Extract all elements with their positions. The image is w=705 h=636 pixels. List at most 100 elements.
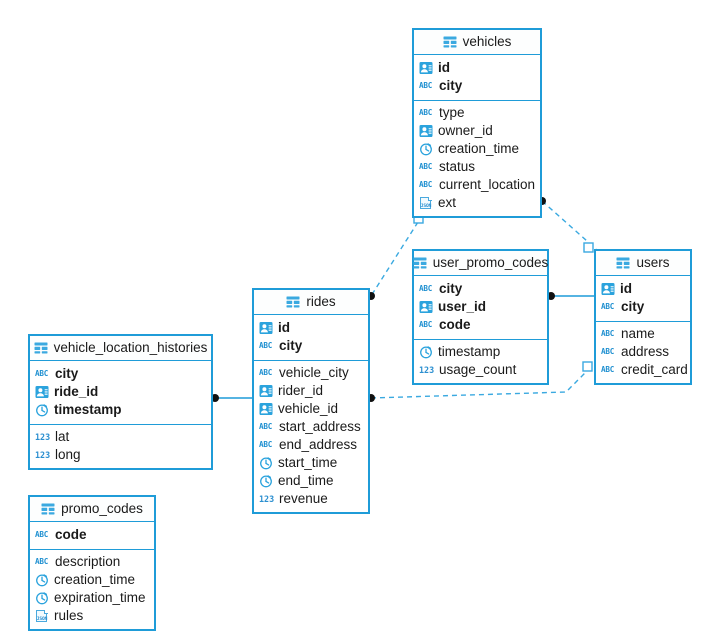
primary-key-row-user_id[interactable]: user_id (414, 298, 547, 316)
column-row-timestamp[interactable]: timestamp (414, 343, 547, 361)
column-row-owner_id[interactable]: owner_id (414, 122, 540, 140)
column-row-start_time[interactable]: start_time (254, 454, 368, 472)
table-header-vehicles[interactable]: vehicles (414, 30, 540, 55)
column-label: credit_card (621, 362, 688, 378)
primary-key-row-timestamp[interactable]: timestamp (30, 401, 211, 419)
key-icon (601, 282, 615, 296)
table-icon (286, 295, 300, 309)
clock-icon (35, 403, 49, 417)
abc-icon: ABC (35, 369, 49, 379)
table-icon (34, 341, 48, 355)
column-label: ext (438, 195, 457, 211)
column-row-end_time[interactable]: end_time (254, 472, 368, 490)
column-row-creation_time[interactable]: creation_time (414, 140, 540, 158)
primary-key-row-city[interactable]: ABC city (414, 280, 547, 298)
column-row-rider_id[interactable]: rider_id (254, 382, 368, 400)
column-label: city (439, 281, 463, 297)
clock-icon (419, 345, 433, 359)
primary-key-row-id[interactable]: id (596, 280, 690, 298)
primary-key-row-ride_id[interactable]: ride_id (30, 383, 211, 401)
key-icon (259, 402, 273, 416)
primary-key-row-id[interactable]: id (414, 59, 540, 77)
abc-icon: ABC (259, 422, 273, 432)
table-title: promo_codes (61, 501, 143, 517)
column-row-vehicle_id[interactable]: vehicle_id (254, 400, 368, 418)
table-header-user_promo_codes[interactable]: user_promo_codes (413, 251, 548, 276)
abc-icon: ABC (419, 81, 433, 91)
abc-icon: ABC (35, 557, 49, 567)
column-label: status (439, 159, 476, 175)
column-label: long (55, 447, 81, 463)
column-row-expiration_time[interactable]: expiration_time (30, 589, 154, 607)
column-label: end_time (278, 473, 334, 489)
table-icon (413, 256, 427, 270)
column-label: end_address (279, 437, 358, 453)
column-label: expiration_time (54, 590, 146, 606)
clock-icon (419, 142, 433, 156)
edge-vehicles-to-users (538, 197, 597, 253)
table-header-users[interactable]: users (596, 251, 690, 276)
clock-icon (259, 474, 273, 488)
table-icon (616, 256, 630, 270)
table-header-vehicle_location_histories[interactable]: vehicle_location_histories (30, 336, 211, 361)
column-row-credit_card[interactable]: ABC credit_card (596, 361, 690, 379)
table-header-rides[interactable]: rides (254, 290, 368, 315)
column-label: timestamp (54, 402, 122, 418)
column-label: city (279, 338, 303, 354)
abc-icon: ABC (601, 365, 615, 375)
table-title: users (636, 255, 670, 271)
key-icon (419, 61, 433, 75)
key-icon (419, 300, 433, 314)
column-label: city (621, 299, 645, 315)
primary-key-row-id[interactable]: id (254, 319, 368, 337)
column-label: vehicle_city (279, 365, 349, 381)
column-row-creation_time[interactable]: creation_time (30, 571, 154, 589)
key-icon (35, 385, 49, 399)
column-label: revenue (279, 491, 328, 507)
clock-icon (35, 591, 49, 605)
column-label: rider_id (278, 383, 324, 399)
column-label: creation_time (438, 141, 520, 157)
key-icon (259, 321, 273, 335)
table-icon (443, 35, 457, 49)
abc-icon: ABC (419, 284, 433, 294)
clock-icon (35, 573, 49, 587)
edge-vlh-to-rides (211, 394, 252, 402)
column-label: usage_count (439, 362, 517, 378)
column-label: timestamp (438, 344, 501, 360)
table-header-promo_codes[interactable]: promo_codes (30, 497, 154, 522)
column-label: vehicle_id (278, 401, 339, 417)
